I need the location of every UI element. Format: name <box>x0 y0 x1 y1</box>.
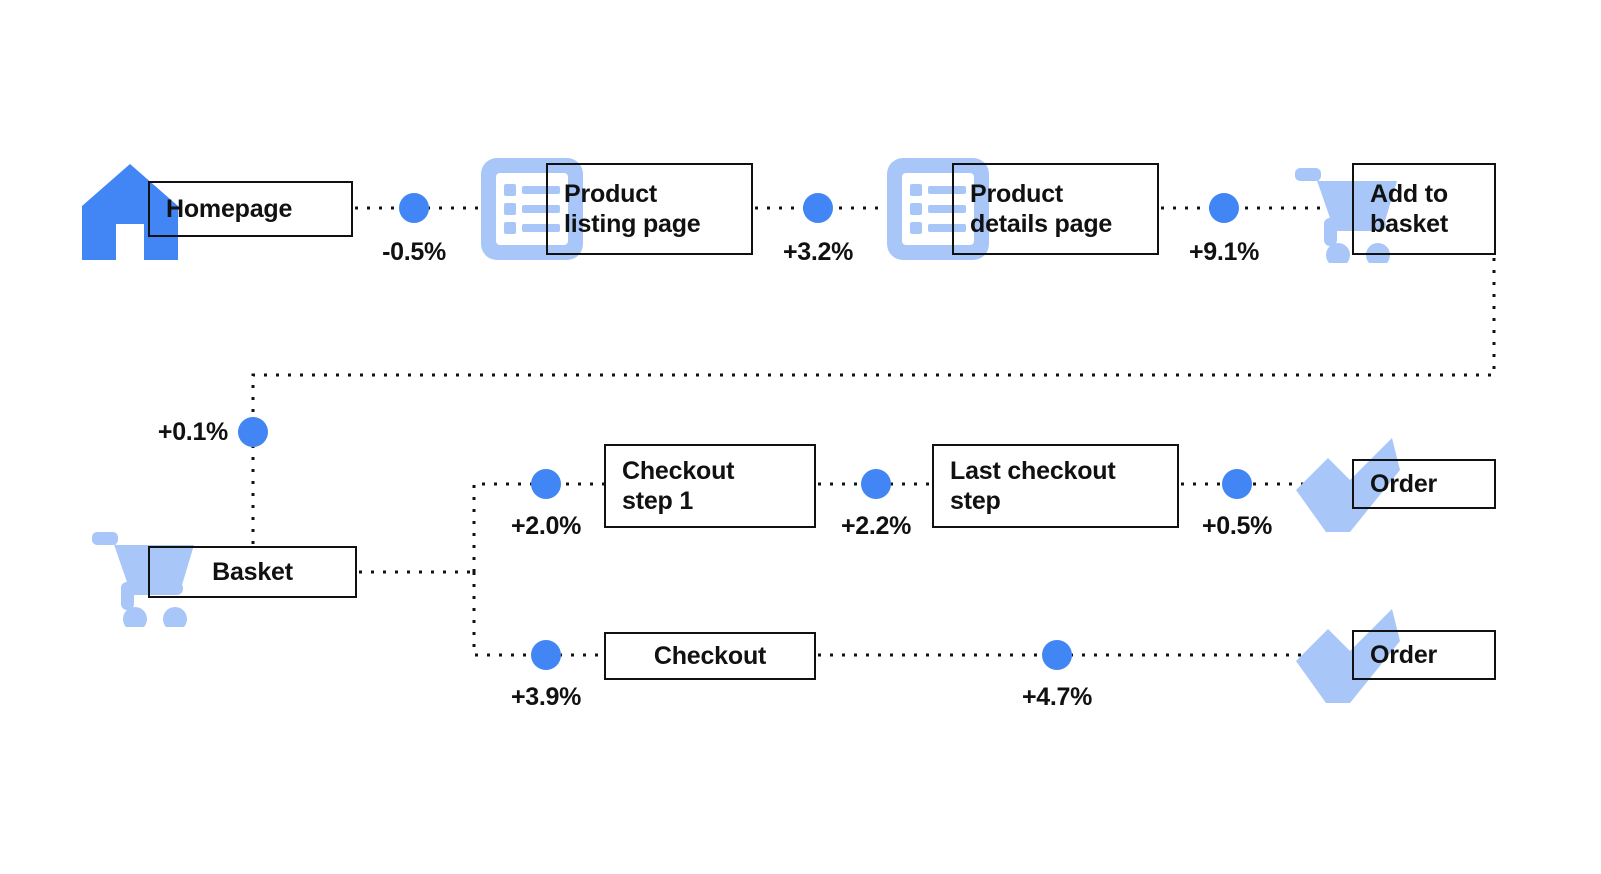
list-page-icon <box>481 158 583 260</box>
list-page-icon <box>887 158 989 260</box>
connector-dot[interactable] <box>1042 640 1072 670</box>
connector-dot[interactable] <box>531 469 561 499</box>
node-checkout-step-1-label: Checkout step 1 <box>622 457 735 515</box>
connector-dot[interactable] <box>238 417 268 447</box>
pct-last-checkout-to-order: +0.5% <box>1201 512 1273 540</box>
node-checkout[interactable]: Checkout <box>604 632 816 680</box>
pct-details-to-add-to-basket: +9.1% <box>1188 238 1260 266</box>
pct-add-to-basket-to-basket: +0.1% <box>157 418 228 446</box>
node-order-bottom[interactable]: Order <box>1352 630 1496 680</box>
pct-basket-to-checkout-step-1: +2.0% <box>510 512 582 540</box>
node-product-listing-page-label: Product listing page <box>564 180 701 238</box>
pct-basket-to-checkout: +3.9% <box>510 683 582 711</box>
connector-dot[interactable] <box>1222 469 1252 499</box>
node-order-bottom-label: Order <box>1370 641 1438 669</box>
line-add-to-basket-to-basket <box>251 258 1496 545</box>
pct-homepage-to-listing: -0.5% <box>382 238 446 266</box>
node-basket-label: Basket <box>212 558 293 586</box>
node-product-details-page-label: Product details page <box>970 180 1113 238</box>
node-order-top-label: Order <box>1370 470 1438 498</box>
connector-dot[interactable] <box>861 469 891 499</box>
node-last-checkout-step[interactable]: Last checkout step <box>932 444 1179 528</box>
node-checkout-label: Checkout <box>653 642 767 670</box>
connector-dot[interactable] <box>399 193 429 223</box>
pct-step1-to-last-checkout: +2.2% <box>840 512 912 540</box>
node-add-to-basket-label: Add to basket <box>1370 180 1449 238</box>
node-last-checkout-step-label: Last checkout step <box>950 457 1116 515</box>
check-mark-icon <box>1296 438 1400 532</box>
node-add-to-basket[interactable]: Add to basket <box>1352 163 1496 255</box>
node-product-details-page[interactable]: Product details page <box>952 163 1159 255</box>
pct-listing-to-details: +3.2% <box>782 238 854 266</box>
connector-dot[interactable] <box>803 193 833 223</box>
check-mark-icon <box>1296 609 1400 703</box>
pct-checkout-to-order: +4.7% <box>1021 683 1093 711</box>
line-basket-branch-down <box>472 572 606 657</box>
connector-dot[interactable] <box>1209 193 1239 223</box>
node-homepage-label: Homepage <box>166 195 293 223</box>
node-basket[interactable]: Basket <box>148 546 357 598</box>
node-homepage[interactable]: Homepage <box>148 181 353 237</box>
node-product-listing-page[interactable]: Product listing page <box>546 163 753 255</box>
connector-dot[interactable] <box>531 640 561 670</box>
node-checkout-step-1[interactable]: Checkout step 1 <box>604 444 816 528</box>
node-order-top[interactable]: Order <box>1352 459 1496 509</box>
